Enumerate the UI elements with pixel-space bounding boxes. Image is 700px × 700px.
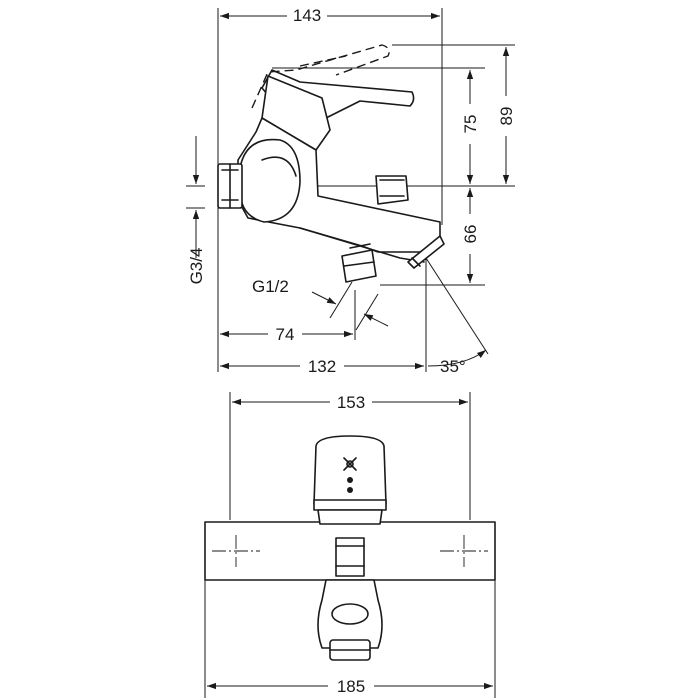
dim-143: 143	[220, 4, 440, 26]
dim-89-label: 89	[497, 107, 516, 126]
dim-132: 132	[220, 354, 424, 376]
faucet-front-body	[204, 435, 496, 661]
thread-g3-4-label: G3/4	[187, 248, 206, 285]
side-view: 143 89 75 66 G3/4 G1/2	[186, 4, 517, 376]
dim-153-label: 153	[337, 393, 365, 412]
dim-66-label: 66	[461, 225, 480, 244]
dim-185: 185	[207, 674, 493, 696]
dim-angle-35: 35°	[427, 349, 487, 376]
angle-35-label: 35°	[440, 357, 466, 376]
thread-g1-2-label: G1/2	[252, 277, 289, 296]
dim-143-label: 143	[293, 6, 321, 25]
dim-89: 89	[495, 47, 517, 184]
dim-153: 153	[232, 390, 468, 412]
dim-74-label: 74	[276, 325, 295, 344]
front-extension-lines	[204, 392, 496, 698]
dim-185-label: 185	[337, 677, 365, 696]
dim-74: 74	[220, 322, 353, 344]
dim-g3-4: G3/4	[187, 136, 206, 284]
dim-75: 75	[459, 70, 481, 184]
dim-75-label: 75	[461, 115, 480, 134]
dim-132-label: 132	[308, 357, 336, 376]
dim-g1-2: G1/2	[252, 277, 389, 331]
dim-66: 66	[459, 188, 481, 283]
faucet-side-body	[217, 44, 445, 283]
front-view: 153	[204, 390, 496, 698]
